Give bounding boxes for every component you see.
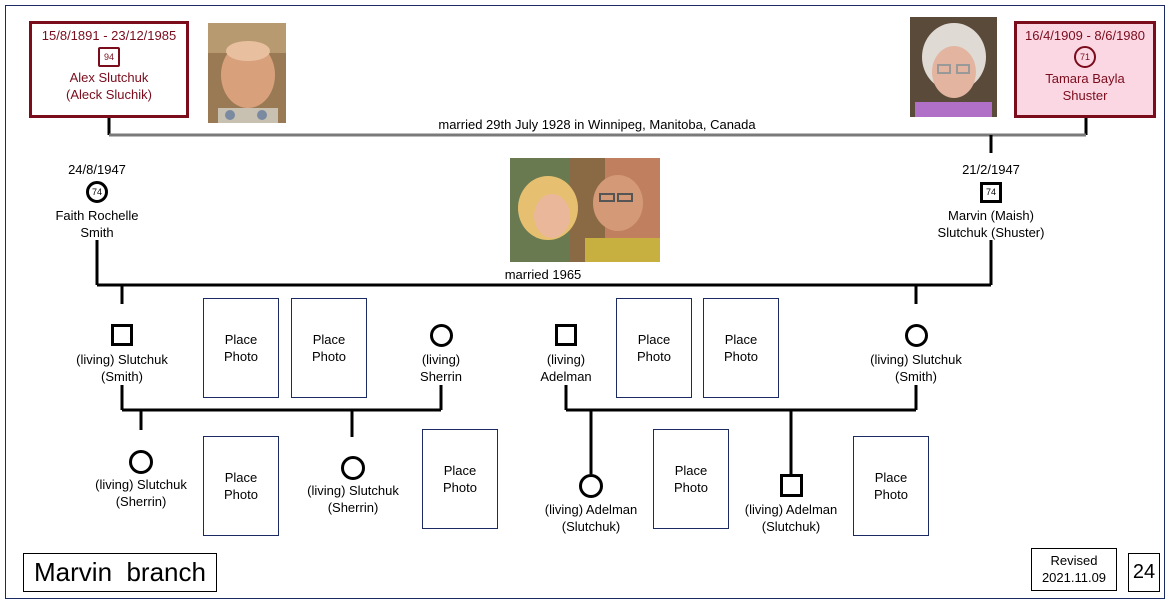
branch-title: Marvin branch: [34, 557, 206, 587]
revised-date: 2021.11.09: [1041, 570, 1107, 585]
photo-placeholder-grandchild3[interactable]: Place Photo: [653, 429, 729, 529]
child1-spouse-female-symbol: [430, 324, 453, 347]
child2-name-line1: (living) Slutchuk: [870, 352, 962, 367]
grandchild1-female-symbol: [129, 450, 153, 474]
marvin-name-line1: Marvin (Maish): [948, 208, 1034, 223]
photo-placeholder-label: Place Photo: [224, 332, 258, 364]
mother-photo: [910, 17, 997, 117]
branch-title-box: Marvin branch: [23, 553, 217, 592]
photo-placeholder-label: Place Photo: [874, 470, 908, 502]
father-dates: 15/8/1891 - 23/12/1985: [41, 28, 177, 43]
revised-label: Revised: [1050, 553, 1098, 568]
faith-birth-date: 24/8/1947: [68, 162, 126, 177]
page-number-box: 24: [1128, 553, 1160, 592]
faith-name-line1: Faith Rochelle: [55, 208, 139, 223]
photo-placeholder-label: Place Photo: [724, 332, 758, 364]
photo-placeholder-child2-spouse[interactable]: Place Photo: [616, 298, 692, 398]
grandchild2-female-symbol: [341, 456, 365, 480]
child1-male-symbol: [111, 324, 133, 346]
page-number: 24: [1132, 561, 1156, 583]
mother-card[interactable]: 16/4/1909 - 8/6/1980 71 Tamara Bayla Shu…: [1014, 21, 1156, 118]
photo-placeholder-grandchild4[interactable]: Place Photo: [853, 436, 929, 536]
mother-name-line2: Shuster: [1062, 88, 1108, 103]
photo-placeholder-label: Place Photo: [443, 463, 477, 495]
grandchild1-name-line1: (living) Slutchuk: [95, 477, 187, 492]
marvin-name-line2: Slutchuk (Shuster): [937, 225, 1045, 240]
photo-placeholder-label: Place Photo: [224, 470, 258, 502]
grandchild2-name-line1: (living) Slutchuk: [307, 483, 399, 498]
grandchild4-name-line1: (living) Adelman: [744, 502, 838, 517]
child2-name-line2: (Smith): [895, 369, 937, 384]
couple-marriage-label: married 1965: [504, 267, 582, 282]
photo-placeholder-grandchild1[interactable]: Place Photo: [203, 436, 279, 536]
faith-name-line2: Smith: [80, 225, 114, 240]
grandchild3-name-line1: (living) Adelman: [544, 502, 638, 517]
child1-spouse-name-line1: (living): [421, 352, 461, 367]
child2-female-symbol: [905, 324, 928, 347]
child1-name-line2: (Smith): [101, 369, 143, 384]
father-age-badge: 94: [98, 47, 120, 67]
grandchild1-name-line2: (Sherrin): [115, 494, 167, 509]
photo-placeholder-child1-spouse[interactable]: Place Photo: [291, 298, 367, 398]
grandchild3-name-line2: (Slutchuk): [561, 519, 621, 534]
father-card[interactable]: 15/8/1891 - 23/12/1985 94 Alex Slutchuk …: [29, 21, 189, 118]
revised-box: Revised 2021.11.09: [1031, 548, 1117, 591]
faith-female-symbol: 74: [86, 181, 108, 203]
grandchild4-name-line2: (Slutchuk): [761, 519, 821, 534]
mother-dates: 16/4/1909 - 8/6/1980: [1025, 28, 1145, 43]
child2-spouse-male-symbol: [555, 324, 577, 346]
grandchild4-male-symbol: [780, 474, 803, 497]
photo-placeholder-grandchild2[interactable]: Place Photo: [422, 429, 498, 529]
photo-placeholder-label: Place Photo: [312, 332, 346, 364]
grandchild2-name-line2: (Sherrin): [327, 500, 379, 515]
marvin-birth-date: 21/2/1947: [962, 162, 1020, 177]
page-frame: [5, 5, 1165, 599]
faith-age: 74: [91, 187, 102, 197]
child1-spouse-name-line2: Sherrin: [420, 369, 462, 384]
photo-placeholder-label: Place Photo: [674, 463, 708, 495]
mother-age-badge: 71: [1074, 46, 1096, 68]
mother-name-line1: Tamara Bayla: [1045, 71, 1125, 86]
child1-name-line1: (living) Slutchuk: [76, 352, 168, 367]
couple-photo: [510, 158, 660, 262]
child2-spouse-name-line2: Adelman: [540, 369, 592, 384]
photo-placeholder-child2[interactable]: Place Photo: [703, 298, 779, 398]
marvin-age: 74: [985, 187, 996, 197]
child2-spouse-name-line1: (living): [546, 352, 586, 367]
grandparents-marriage-label: married 29th July 1928 in Winnipeg, Mani…: [438, 117, 756, 132]
father-name-line1: Alex Slutchuk: [69, 70, 149, 85]
photo-placeholder-child1[interactable]: Place Photo: [203, 298, 279, 398]
father-photo: [208, 23, 286, 123]
grandchild3-female-symbol: [579, 474, 603, 498]
father-name-line2: (Aleck Sluchik): [66, 87, 152, 102]
marvin-male-symbol: 74: [980, 182, 1002, 203]
photo-placeholder-label: Place Photo: [637, 332, 671, 364]
